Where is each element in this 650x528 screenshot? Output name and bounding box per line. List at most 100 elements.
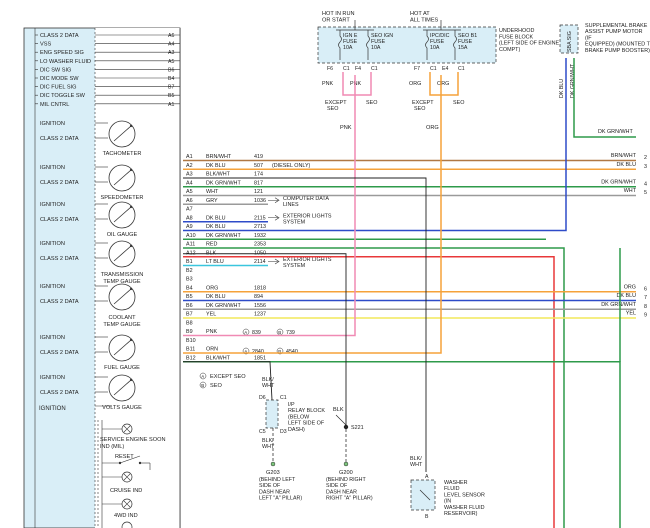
cluster-pin-id: A3 — [168, 50, 174, 56]
connector-note: SYSTEM — [283, 263, 306, 269]
sba-wire2-right-label: DK GRN/WHT — [598, 129, 633, 135]
fuse-rating: 10A — [371, 45, 381, 51]
connector-pin: A6 — [186, 198, 193, 204]
cluster-pin-label: VSS — [40, 42, 51, 48]
connector-pin: A10 — [186, 233, 196, 239]
connector-pin: A2 — [186, 163, 193, 169]
connector-pin: A4 — [186, 180, 193, 186]
connector-wire-color: RED — [206, 242, 217, 248]
pnk-wire-label: PNK — [340, 125, 352, 131]
relay-bottom-wire: BLK/WHT — [262, 438, 275, 450]
g200-label: G200 — [339, 470, 353, 476]
cruise-indicator: CRUISE IND — [102, 471, 142, 494]
connector-note: COMPUTER DATA — [283, 196, 329, 202]
svg-text:A: A — [425, 474, 429, 480]
fuse-name: IGN E — [343, 33, 358, 39]
connector-circuit: 121 — [254, 189, 263, 195]
fuse-pin-in: F7 — [414, 66, 420, 72]
connector-pin: A12 — [186, 250, 196, 256]
gauge-name: FUEL GAUGE — [104, 365, 140, 371]
connector-pin: B5 — [186, 294, 193, 300]
connector-circuit: 1036 — [254, 198, 266, 204]
connector-pin: B7 — [186, 312, 193, 318]
connector-pin: B8 — [186, 320, 193, 326]
gauge-data-label: CLASS 2 DATA — [40, 299, 79, 305]
connector-wire-color: PNK — [206, 329, 217, 335]
connector-note: SYSTEM — [283, 219, 306, 225]
wire-fuse4-org — [441, 72, 459, 96]
fuse-pin-in: F4 — [355, 66, 361, 72]
cluster-pin-label: MIL CNTRL — [40, 102, 69, 108]
reset-label: RESET — [115, 454, 134, 460]
svg-text:C5: C5 — [259, 429, 266, 435]
wire-a3-blk-wht — [183, 177, 427, 472]
connector-circuit: 1556 — [254, 303, 266, 309]
connector-right-label: DK GRN/WHT — [601, 302, 636, 308]
sba-box — [559, 24, 579, 54]
cluster-pin-label: DIC FUEL SIG — [40, 85, 76, 91]
connector-circuit: 817 — [254, 180, 263, 186]
connector-circuit: 1932 — [254, 233, 266, 239]
gauge-ignition-label: IGNITION — [40, 375, 65, 381]
connector-wire-color: DK BLU — [206, 294, 226, 300]
connector-wire-color: BLK/WHT — [206, 355, 231, 361]
gauge-ignition-label: IGNITION — [40, 165, 65, 171]
cluster-pin-id: A6 — [168, 33, 174, 39]
connector-pin: A3 — [186, 172, 193, 178]
svg-text:D3: D3 — [280, 429, 287, 435]
connector-note: EXTERIOR LIGHTS — [283, 213, 332, 219]
connector-circuit: 2114 — [254, 259, 266, 265]
fuse-rating: 10A — [343, 45, 353, 51]
connector-wire-color: LT BLU — [206, 259, 224, 265]
cluster-pin-label: DIC TOGGLE SW — [40, 93, 86, 99]
svg-text:4540: 4540 — [286, 349, 298, 355]
connector-note: (DIESEL ONLY) — [272, 163, 311, 169]
wire-fuse3-org — [429, 72, 441, 96]
cluster-pin-label: CLASS 2 DATA — [40, 33, 79, 39]
svg-text:A: A — [244, 349, 247, 354]
connector-note: EXTERIOR LIGHTS — [283, 257, 332, 263]
connector-right-num: 2 — [644, 155, 647, 161]
fuse-pin-out: C1 — [371, 66, 378, 72]
4wd-label: 4WD IND — [114, 513, 138, 519]
gauge-data-label: CLASS 2 DATA — [40, 136, 79, 142]
connector-right-label: BRN/WHT — [611, 153, 637, 159]
connector-wire-color: DK GRN/WHT — [206, 303, 241, 309]
connector-wire-color: GRY — [206, 198, 218, 204]
svg-text:B: B — [278, 349, 281, 354]
gauge-name: OIL GAUGE — [107, 232, 138, 238]
connector-wire-color: ORG — [206, 285, 218, 291]
svg-text:2840: 2840 — [252, 349, 264, 355]
cluster-pin-id: B6 — [168, 67, 174, 73]
svg-text:B: B — [278, 330, 281, 335]
connector-wire-color: YEL — [206, 312, 216, 318]
connector-right-label: ORG — [624, 284, 636, 290]
connector-pin: B1 — [186, 259, 193, 265]
connector-wire-color: ORN — [206, 347, 218, 353]
gauge-data-label: CLASS 2 DATA — [40, 180, 79, 186]
gauge-name: VOLTS GAUGE — [102, 405, 142, 411]
g203-label: G203 — [266, 470, 280, 476]
connector-wire-color: DK GRN/WHT — [206, 233, 241, 239]
connector-pin: B3 — [186, 277, 193, 283]
wire-b9-pnk — [183, 75, 356, 337]
wire-fuse2-pnk — [355, 72, 372, 96]
org-wire-label: ORG — [426, 125, 439, 131]
fuse-wire-color: ORG — [437, 81, 449, 87]
gauge-data-label: CLASS 2 DATA — [40, 390, 79, 396]
connector-pin: B4 — [186, 285, 193, 291]
svg-text:B: B — [425, 514, 429, 520]
connector-wire-color: BRN/WHT — [206, 154, 232, 160]
fuse-wire-color: ORG — [409, 81, 421, 87]
fuse-name: FUSE — [343, 39, 358, 45]
wire-a12-blk — [183, 253, 347, 425]
connector-circuit: 1050 — [254, 250, 266, 256]
